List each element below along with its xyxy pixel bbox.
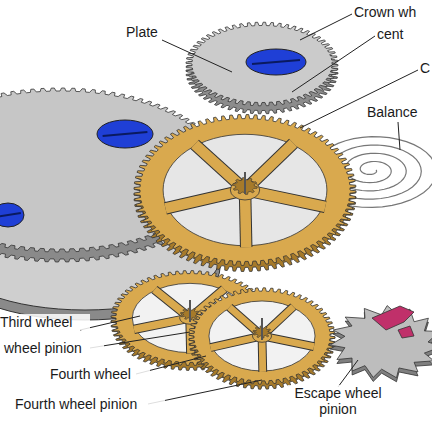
gear-face <box>186 22 338 106</box>
screw-slot <box>252 60 300 64</box>
arbor <box>261 318 263 340</box>
part-label: Escape wheel pinion <box>288 385 388 417</box>
part-label: Crown wh <box>354 4 432 20</box>
leader-line <box>90 332 190 348</box>
gear-face <box>134 115 356 266</box>
screw-head <box>246 49 306 75</box>
leader-line <box>148 380 262 404</box>
leader-line <box>162 40 232 72</box>
part-label: Plate <box>126 24 176 40</box>
part-label: cent <box>377 26 417 42</box>
part-label: Balance <box>367 104 427 120</box>
escape-wheel <box>330 306 432 382</box>
leader-lines <box>80 14 418 404</box>
arbor <box>244 172 246 194</box>
leader-line <box>398 122 400 150</box>
fourth-wheel <box>189 288 335 389</box>
part-label: Fourth wheel pinion <box>15 396 165 412</box>
leader-line <box>300 14 352 40</box>
gear-face <box>189 288 335 384</box>
part-label: wheel pinion <box>4 340 104 356</box>
arbor <box>189 300 191 322</box>
screw-slot <box>103 132 148 136</box>
center-wheel <box>134 115 356 272</box>
pallet-jewel <box>398 326 414 338</box>
part-label: C <box>420 60 432 76</box>
part-label: Fourth wheel <box>50 366 150 382</box>
screw-head <box>0 203 24 227</box>
part-label: Third wheel <box>0 314 90 330</box>
leader-line <box>338 360 358 387</box>
screw-slot <box>0 213 21 217</box>
screw-head <box>97 120 153 148</box>
leader-line <box>292 36 375 92</box>
gear-cutout <box>209 301 315 371</box>
crown-wheel <box>186 22 338 114</box>
gear-face <box>330 306 432 378</box>
